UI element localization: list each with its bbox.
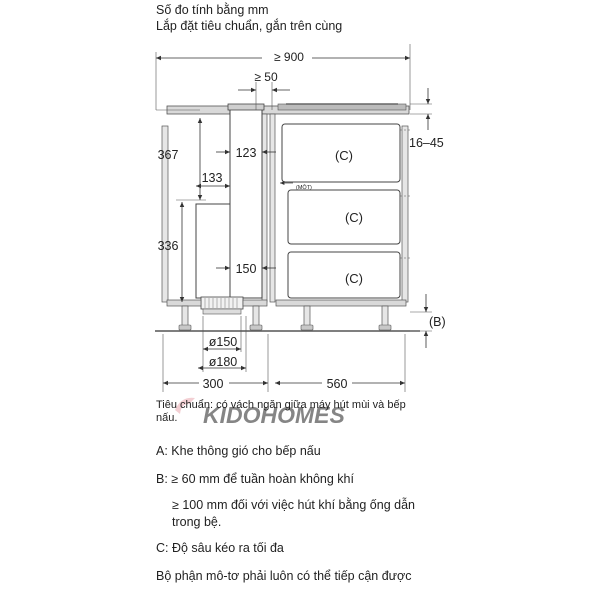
- dim-lower-height: 336: [158, 239, 179, 253]
- drawer-label-top: (C): [335, 148, 353, 163]
- drawer-top: [281, 123, 401, 183]
- motor-box: [195, 203, 231, 299]
- fan-outlet-flange: [202, 308, 242, 315]
- right-side-panel: [401, 125, 409, 303]
- dim-dia-180: ø180: [209, 355, 238, 369]
- legend-b: B: ≥ 60 mm để tuần hoàn không khí: [156, 472, 354, 486]
- watermark-text: KIDOHOMES: [203, 402, 346, 428]
- label-a-small: (MỘT): [296, 184, 312, 191]
- drawer-label-middle: (C): [345, 210, 363, 225]
- bottom-shelf-left: [166, 299, 202, 307]
- dim-width-300: 300: [203, 377, 224, 391]
- leg-2: [252, 305, 260, 327]
- duct-top-cap: [227, 103, 265, 111]
- bottom-shelf-right: [275, 299, 407, 307]
- standard-note: Tiêu chuẩn: có vách ngăn giữa máy hút mù…: [156, 399, 406, 424]
- legend-a: A: Khe thông gió cho bếp nấu: [156, 444, 321, 458]
- dim-150: 150: [236, 262, 257, 276]
- dim-worktop-thickness: 16–45: [409, 136, 444, 150]
- watermark-logo: [175, 397, 195, 414]
- partition-cabinet: [269, 113, 276, 303]
- drawer-bottom: [287, 251, 401, 299]
- header-line-1: Số đo tính bằng mm: [156, 3, 269, 17]
- drawer-middle: [287, 189, 401, 245]
- label-b: (B): [429, 315, 446, 329]
- drawer-label-bottom: (C): [345, 271, 363, 286]
- header-line-2: Lắp đặt tiêu chuẩn, gắn trên cùng: [156, 19, 343, 33]
- partition-right: [261, 113, 268, 303]
- dim-total-width: ≥ 900: [274, 50, 304, 64]
- leg-4: [381, 305, 389, 327]
- leg-1: [181, 305, 189, 327]
- bottom-shelf-mid: [242, 299, 268, 307]
- dim-dia-150: ø150: [209, 335, 238, 349]
- hob-recess: [277, 103, 407, 111]
- left-side-panel: [161, 125, 169, 303]
- dim-123: 123: [236, 146, 257, 160]
- legend-motor: Bộ phận mô-tơ phải luôn có thể tiếp cận …: [156, 569, 412, 583]
- dim-offset-133: 133: [202, 171, 223, 185]
- dim-width-560: 560: [327, 377, 348, 391]
- legend-c: C: Độ sâu kéo ra tối đa: [156, 541, 284, 555]
- leg-3: [303, 305, 311, 327]
- dim-duct-gap: ≥ 50: [254, 70, 278, 84]
- dim-top-height: 367: [158, 148, 179, 162]
- legend-b-detail: ≥ 100 mm đối với việc hút khí bằng ống d…: [172, 498, 415, 529]
